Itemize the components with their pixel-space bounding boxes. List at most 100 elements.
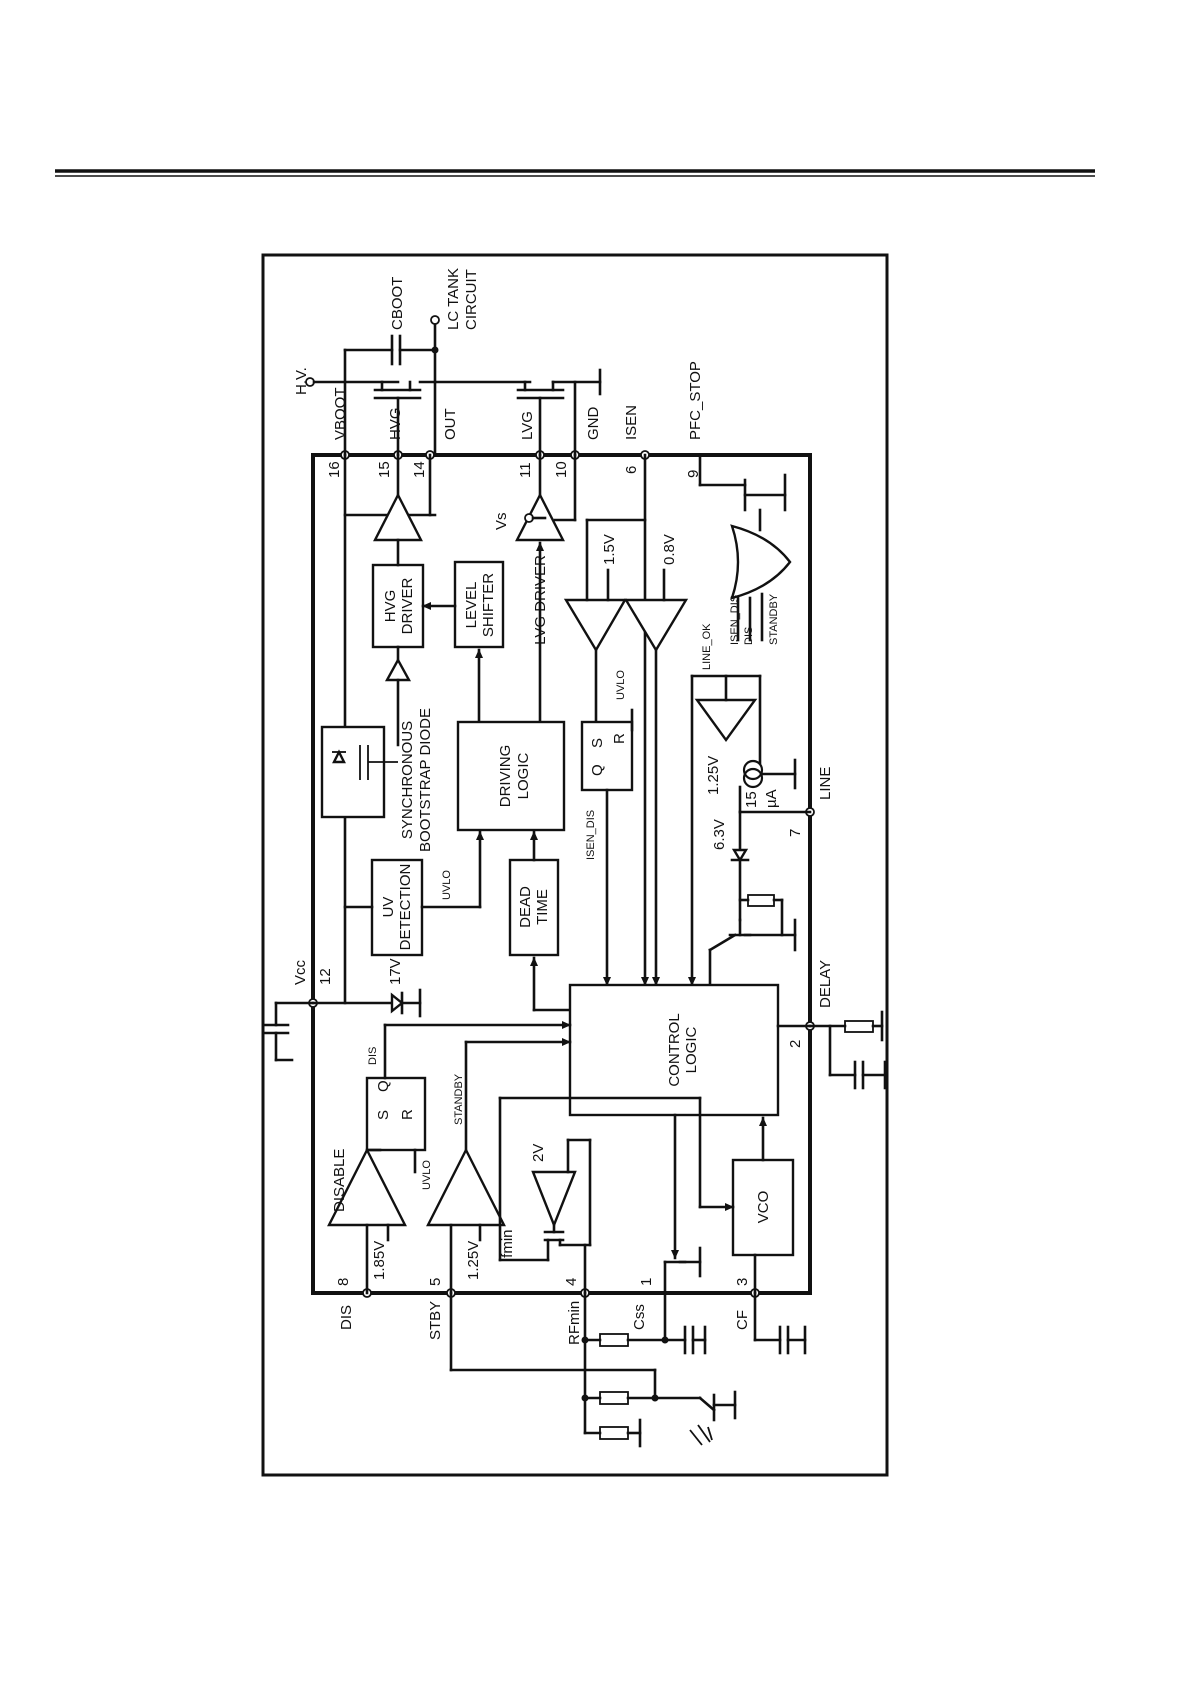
isen-section: 1.5V 0.8V Q S R UVLO ISEN_DIS: [563, 453, 689, 987]
driving-logic-block: [456, 720, 566, 832]
vco-block: [731, 1158, 795, 1257]
svg-text:R: R: [399, 1109, 416, 1120]
svg-text:DRIVER: DRIVER: [399, 578, 416, 635]
svg-text:4: 4: [563, 1278, 580, 1286]
svg-text:LOGIC: LOGIC: [683, 1026, 700, 1073]
svg-text:11: 11: [517, 462, 534, 478]
svg-text:LEVEL: LEVEL: [463, 582, 480, 629]
svg-text:1.25V: 1.25V: [705, 756, 722, 795]
svg-text:GND: GND: [585, 407, 602, 441]
ic-body: [311, 453, 812, 1295]
svg-text:LINE: LINE: [817, 767, 834, 800]
svg-text:CONTROL: CONTROL: [666, 1013, 683, 1086]
svg-text:2: 2: [787, 1040, 804, 1048]
svg-text:1.85V: 1.85V: [371, 1241, 388, 1280]
svg-text:2V: 2V: [530, 1144, 547, 1162]
figure-frame: [261, 253, 889, 1477]
svg-text:PFC_STOP: PFC_STOP: [687, 361, 704, 440]
svg-text:CBOOT: CBOOT: [389, 277, 406, 330]
svg-text:LVG DRIVER: LVG DRIVER: [532, 555, 549, 645]
svg-text:Q: Q: [375, 1080, 392, 1092]
svg-text:STBY: STBY: [427, 1301, 444, 1340]
disable-latch: [365, 1076, 427, 1152]
external-bottom-circuit: [449, 1291, 737, 1448]
svg-text:STANDBY: STANDBY: [453, 1073, 465, 1125]
ifmin-amp: [531, 1170, 577, 1229]
pfc-line-section: ISEN_DIS DIS STANDBY LINE_OK 1.25V 15 µA…: [688, 453, 812, 987]
svg-text:16: 16: [326, 461, 343, 478]
svg-text:10: 10: [553, 461, 570, 478]
sync-bootstrap-diode-block: [320, 725, 386, 819]
svg-text:DRIVING: DRIVING: [497, 745, 514, 808]
svg-text:R: R: [611, 733, 628, 744]
isen-latch: [580, 720, 634, 792]
svg-text:LVG: LVG: [519, 411, 536, 440]
pin-10: 10 GND: [553, 407, 602, 479]
svg-text:S: S: [589, 738, 606, 748]
level-shifter-block: [453, 560, 505, 649]
control-logic-section: CONTROL LOGIC VCO: [568, 983, 887, 1355]
svg-text:SYNCHRONOUS: SYNCHRONOUS: [399, 721, 416, 839]
svg-text:1.25V: 1.25V: [465, 1241, 482, 1280]
svg-text:LINE_OK: LINE_OK: [701, 623, 713, 670]
svg-text:15: 15: [376, 461, 393, 478]
svg-text:CIRCUIT: CIRCUIT: [463, 269, 480, 330]
svg-text:17V: 17V: [387, 958, 404, 985]
svg-text:Vs: Vs: [493, 512, 510, 530]
pfc-or-gate: [730, 524, 792, 600]
pin-14: 14 OUT: [411, 408, 459, 478]
svg-text:UVLO: UVLO: [615, 670, 627, 700]
svg-text:VCO: VCO: [755, 1191, 772, 1224]
pin-1: 1 Css: [631, 1278, 655, 1330]
svg-text:HVG: HVG: [382, 590, 399, 623]
svg-text:6.3V: 6.3V: [711, 819, 728, 850]
svg-text:DISABLE: DISABLE: [331, 1149, 348, 1212]
svg-text:SHIFTER: SHIFTER: [480, 573, 497, 637]
svg-text:DELAY: DELAY: [817, 960, 834, 1008]
svg-text:ISEN: ISEN: [623, 405, 640, 440]
svg-text:ISEN_DIS: ISEN_DIS: [585, 810, 597, 860]
svg-text:1.5V: 1.5V: [601, 534, 618, 565]
high-side-section: HVG DRIVER SYNCHRONOUS BOOTSTRAP DIODE L…: [262, 453, 577, 1062]
svg-text:0.8V: 0.8V: [661, 534, 678, 565]
svg-text:6: 6: [623, 466, 640, 474]
svg-text:DETECTION: DETECTION: [397, 864, 414, 951]
svg-text:DIS: DIS: [743, 627, 755, 645]
svg-text:UVLO: UVLO: [421, 1160, 433, 1190]
svg-text:12: 12: [317, 968, 334, 985]
external-top-circuit: H.V. CBOOT LC TANK CIRCUIT: [293, 268, 602, 457]
bottom-left-section: DISABLE 1.85V S Q R UVLO DIS 1.25V STAND…: [327, 1021, 735, 1295]
hv-gate-buffer: [373, 492, 423, 542]
svg-text:OUT: OUT: [442, 408, 459, 440]
svg-text:S: S: [375, 1110, 392, 1120]
svg-text:RFmin: RFmin: [566, 1301, 583, 1345]
svg-text:DEAD: DEAD: [517, 886, 534, 928]
svg-text:VBOOT: VBOOT: [332, 387, 349, 440]
svg-text:µA: µA: [763, 789, 780, 808]
svg-text:STANDBY: STANDBY: [768, 593, 780, 645]
svg-text:1: 1: [638, 1278, 655, 1286]
svg-text:9: 9: [685, 470, 702, 478]
svg-text:HVG: HVG: [387, 407, 404, 440]
svg-text:LOGIC: LOGIC: [515, 752, 532, 799]
svg-text:8: 8: [335, 1278, 352, 1286]
pin-15: 15 HVG: [376, 407, 404, 478]
svg-text:Css: Css: [631, 1304, 648, 1330]
svg-text:CF: CF: [734, 1310, 751, 1330]
pin-8: 8 DIS: [335, 1278, 372, 1330]
svg-text:7: 7: [787, 829, 804, 837]
svg-text:UV: UV: [380, 897, 397, 918]
svg-text:ISEN_DIS: ISEN_DIS: [729, 595, 741, 645]
svg-text:Vcc: Vcc: [292, 959, 309, 985]
svg-text:3: 3: [734, 1278, 751, 1286]
svg-text:DIS: DIS: [367, 1047, 379, 1065]
svg-text:14: 14: [411, 461, 428, 478]
svg-text:H.V.: H.V.: [293, 367, 310, 395]
standby-comparator: [426, 1147, 506, 1227]
svg-text:Ifmin: Ifmin: [499, 1229, 516, 1262]
svg-text:5: 5: [427, 1278, 444, 1286]
svg-text:BOOTSTRAP DIODE: BOOTSTRAP DIODE: [417, 708, 434, 852]
svg-text:UVLO: UVLO: [441, 870, 453, 900]
svg-text:Q: Q: [589, 764, 606, 776]
